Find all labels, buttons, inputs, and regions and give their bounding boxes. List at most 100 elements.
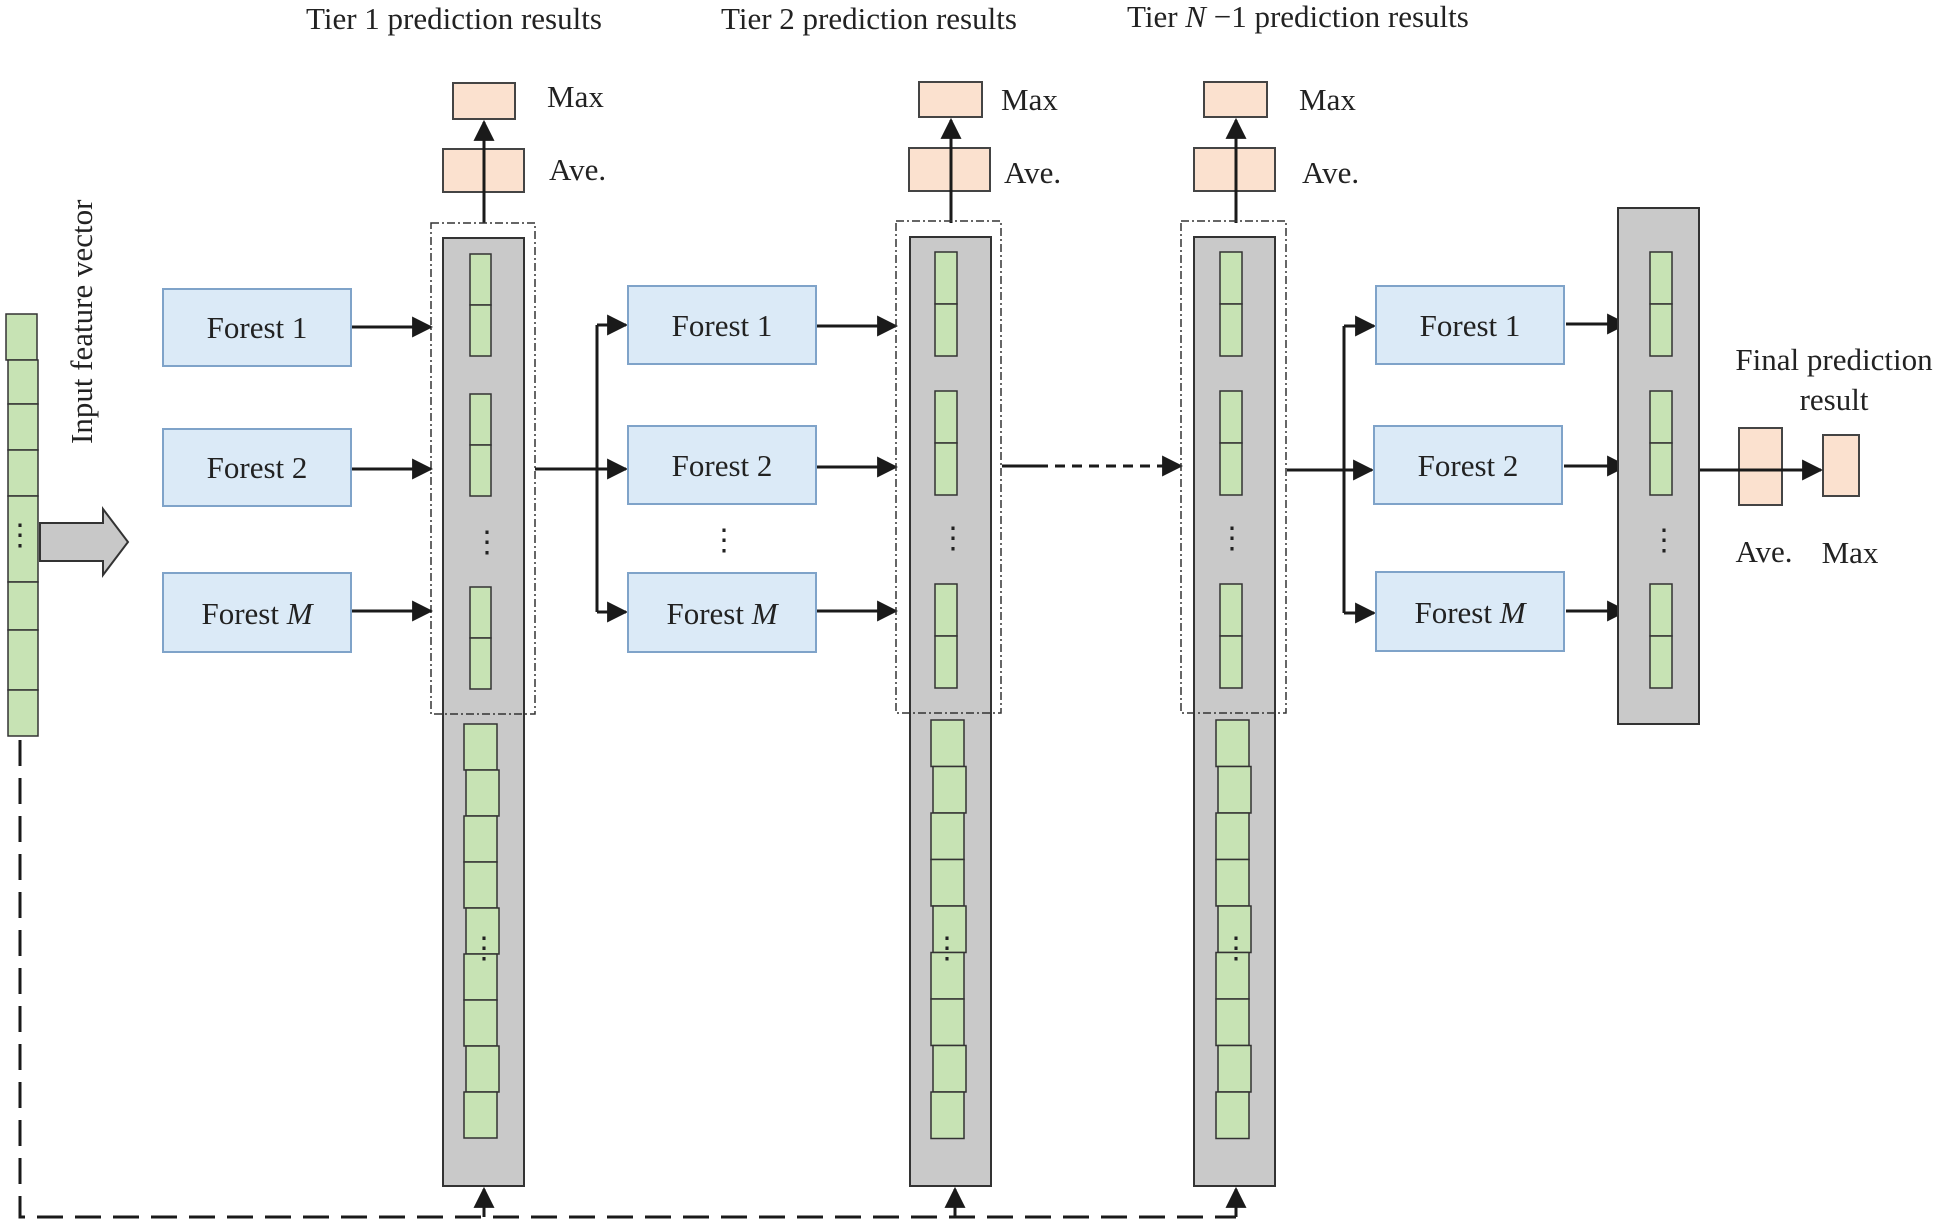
tier-1-ave-label: Ave. <box>549 152 606 187</box>
prediction-cell <box>934 303 958 357</box>
feature-cell <box>1215 1091 1250 1140</box>
feature-cell <box>930 1091 965 1140</box>
feature-cell <box>1217 765 1252 814</box>
tier-1-max-label: Max <box>547 79 604 114</box>
prediction-cell <box>1649 303 1673 357</box>
final-tier: ⋮ Final prediction result Ave. Max <box>1617 207 1933 725</box>
tier-n-1-max-label: Max <box>1299 82 1356 117</box>
feature-cell <box>463 999 498 1047</box>
tier-2-max-box <box>918 81 983 118</box>
input-vector-cell <box>7 403 39 451</box>
final-title-line2: result <box>1800 382 1869 417</box>
feature-cell <box>930 719 965 768</box>
g1-forest-2-label: Forest 2 <box>207 450 308 485</box>
prediction-cell <box>469 637 492 690</box>
input-vector-cell <box>5 313 38 361</box>
g2-forest-m <box>627 572 817 653</box>
g2-forest-1 <box>627 285 817 365</box>
input-vector-cell <box>7 629 39 691</box>
g3-forest-1 <box>1375 285 1565 365</box>
tier-2-selection-frame <box>895 220 1002 714</box>
tier-n-1: Tier N −1 prediction results Max Ave. ⋮ … <box>1127 0 1469 1187</box>
tier-1-feature-dots: ⋮ <box>469 932 499 965</box>
tier-1-pred-cells <box>469 253 492 690</box>
tier-n-1-title: Tier N −1 prediction results <box>1127 0 1469 34</box>
tier-n-1-pred-dots: ⋮ <box>1217 522 1247 555</box>
tier-2-ave-label: Ave. <box>1004 155 1061 190</box>
prediction-cell <box>934 251 958 305</box>
feature-cell <box>1215 858 1250 907</box>
tier-1-pred-dots: ⋮ <box>472 526 502 559</box>
feature-cell <box>463 1091 498 1139</box>
feature-cell <box>463 723 498 771</box>
tier-n-1-max-box <box>1203 81 1268 118</box>
final-max-label: Max <box>1822 535 1879 570</box>
forest-group-final: Forest 1 Forest 2 Forest M <box>1373 285 1629 652</box>
final-pred-cells <box>1649 251 1673 689</box>
connector-n-final <box>1287 315 1377 624</box>
input-vector-cell <box>7 689 39 737</box>
feature-cell <box>930 998 965 1047</box>
g1-forest-m <box>162 572 352 653</box>
final-pred-dots: ⋮ <box>1649 524 1679 557</box>
final-ave-box <box>1738 427 1783 506</box>
g2-forest-2-label: Forest 2 <box>672 448 773 483</box>
tier-n-1-selection-frame <box>1180 220 1287 714</box>
g3-forest-2-label: Forest 2 <box>1418 448 1519 483</box>
feature-cell <box>932 905 967 954</box>
prediction-cell <box>469 393 492 446</box>
input-feature-vector: ⋮ Input feature vector <box>5 199 130 737</box>
prediction-cell <box>934 583 958 637</box>
prediction-cell <box>1649 251 1673 305</box>
prediction-cell <box>1649 583 1673 637</box>
g1-forest-2 <box>162 428 352 507</box>
prediction-cell <box>934 635 958 689</box>
tier-n-1-pred-cells <box>1219 251 1243 689</box>
prediction-cell <box>1649 442 1673 496</box>
feature-cell <box>1215 719 1250 768</box>
tier-2-max-label: Max <box>1001 82 1058 117</box>
g3-forest-m-label: Forest M <box>1414 595 1527 630</box>
feature-cell <box>1215 998 1250 1047</box>
tier-2: Tier 2 prediction results Max Ave. ⋮ ⋮ <box>721 1 1061 1187</box>
prediction-cell <box>1219 251 1243 305</box>
tier-2-feature-cells <box>930 719 967 1140</box>
tier-2-title: Tier 2 prediction results <box>721 1 1017 36</box>
g3-forest-2 <box>1373 425 1563 505</box>
feature-cell <box>1215 951 1250 1000</box>
input-vector-label: Input feature vector <box>64 199 99 444</box>
input-vector-cell <box>7 449 39 497</box>
forest-group-1: Forest 1 Forest 2 Forest M <box>162 288 434 653</box>
tier-2-feature-dots: ⋮ <box>932 932 962 965</box>
feature-cell <box>1215 812 1250 861</box>
feature-cell <box>1217 1044 1252 1093</box>
feature-cell <box>932 1044 967 1093</box>
input-big-arrow <box>39 506 130 578</box>
tier-n-1-feature-cells <box>1215 719 1252 1140</box>
prediction-cell <box>1219 390 1243 444</box>
prediction-cell <box>469 444 492 497</box>
feedback-dashed-line <box>18 740 1247 1219</box>
feature-cell <box>930 858 965 907</box>
g2-forest-1-label: Forest 1 <box>672 308 773 343</box>
g2-forest-dots: ⋮ <box>709 524 739 557</box>
input-vector-cell <box>7 359 39 405</box>
final-title: Final prediction <box>1735 342 1933 377</box>
input-vector-cells <box>5 313 39 737</box>
prediction-cell <box>469 304 492 357</box>
feature-cell <box>463 815 498 863</box>
tier-1-max-box <box>452 82 516 120</box>
tier-1: Tier 1 prediction results Max Ave. ⋮ ⋮ <box>306 1 606 1187</box>
g2-forest-m-label: Forest M <box>666 596 779 631</box>
tier-n-1-ave-label: Ave. <box>1302 155 1359 190</box>
feature-cell <box>930 951 965 1000</box>
prediction-cell <box>934 442 958 496</box>
prediction-cell <box>1219 635 1243 689</box>
prediction-cell <box>1219 442 1243 496</box>
connector-1-2 <box>535 314 629 623</box>
tier-2-pred-cells <box>934 251 958 689</box>
feature-cell <box>465 1045 500 1093</box>
forest-group-2: Forest 1 Forest 2 ⋮ Forest M <box>627 285 899 653</box>
prediction-cell <box>469 586 492 639</box>
